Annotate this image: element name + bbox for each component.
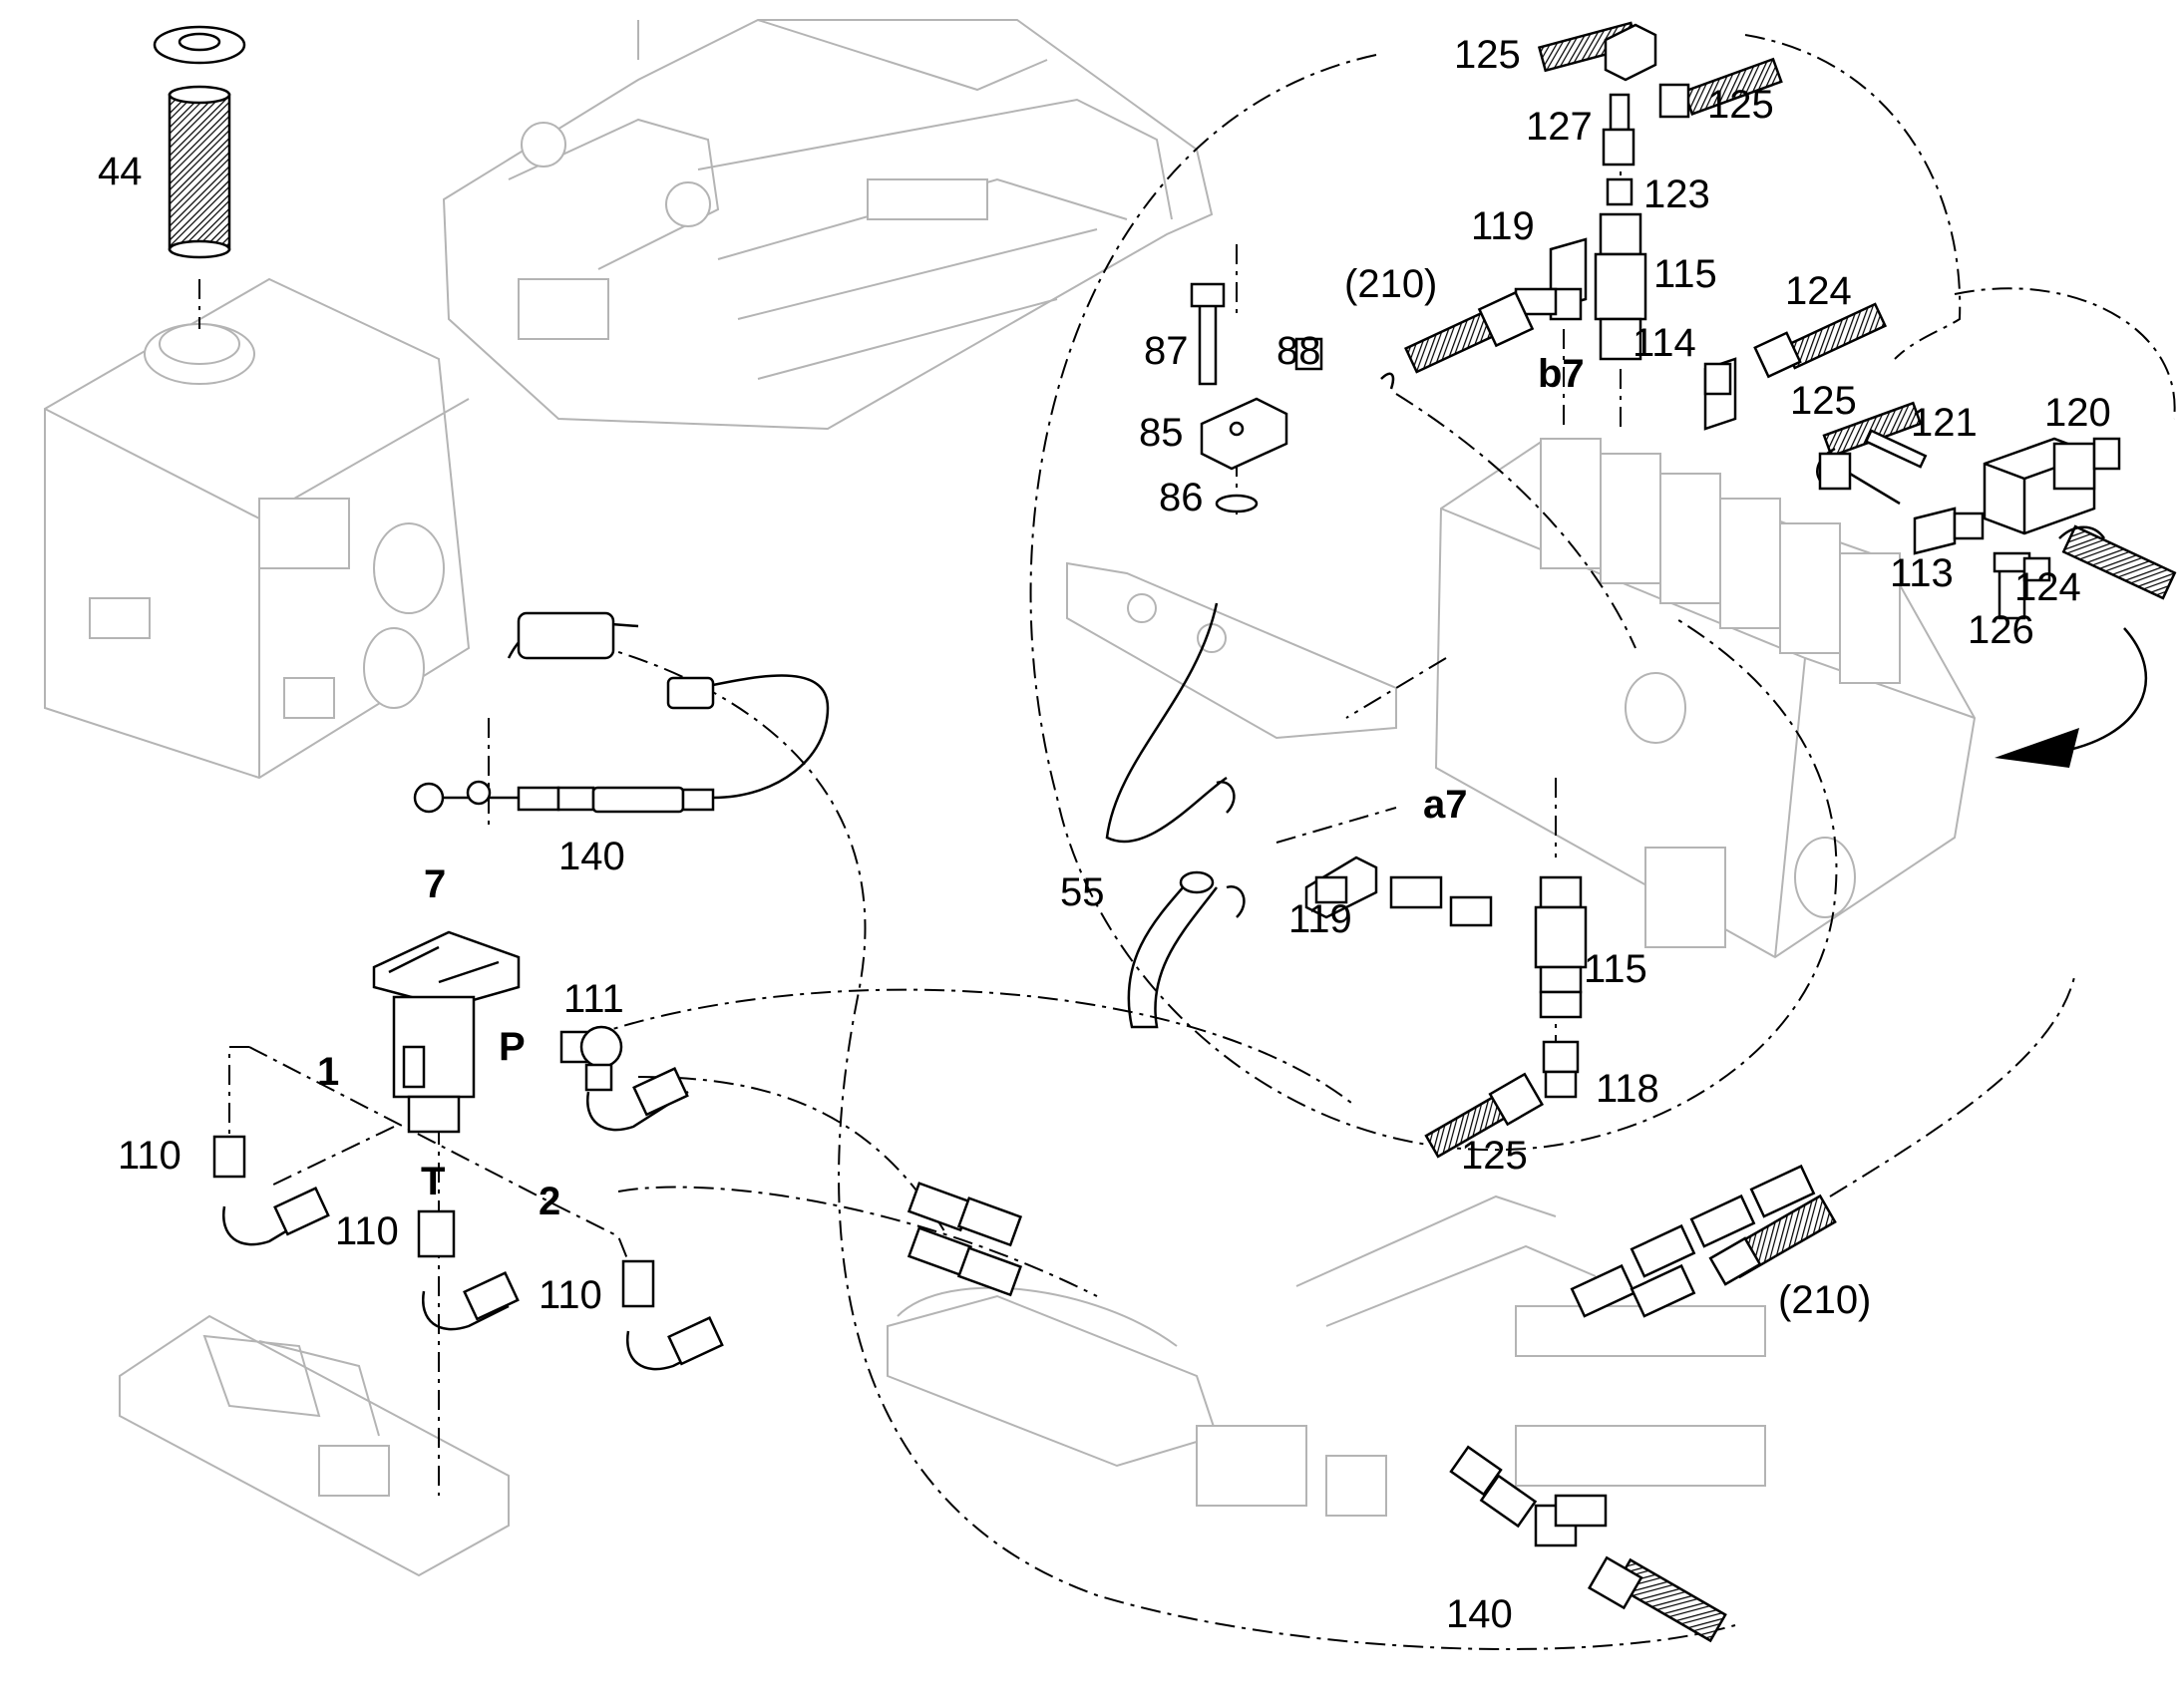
- label-85: 85: [1139, 411, 1184, 455]
- label-2: 2: [539, 1180, 560, 1223]
- label-125: 125: [1454, 33, 1521, 77]
- tube-55: [1105, 602, 1246, 1029]
- label-210: (210): [1344, 262, 1437, 306]
- label-210: (210): [1778, 1278, 1871, 1322]
- label-119: 119: [1471, 204, 1535, 248]
- label-110: 110: [118, 1134, 182, 1178]
- label-140: 140: [558, 835, 625, 878]
- label-118: 118: [1596, 1067, 1659, 1111]
- label-55: 55: [1060, 870, 1105, 914]
- label-1: 1: [317, 1050, 339, 1094]
- pedal-valve: [372, 930, 521, 1134]
- pedal-base-ghost: [119, 1314, 510, 1577]
- label-123: 123: [1643, 172, 1710, 216]
- label-121: 121: [1911, 401, 1978, 445]
- label-88: 88: [1276, 329, 1321, 373]
- label-124: 124: [1785, 269, 1852, 313]
- fittings-110: [212, 1135, 655, 1308]
- label-114: 114: [1633, 321, 1696, 365]
- tank-ghost: [44, 277, 471, 780]
- label-7: 7: [424, 862, 446, 906]
- label-b7: b7: [1538, 352, 1585, 396]
- fittings-top: [1514, 21, 1783, 361]
- filter-44: [153, 25, 246, 259]
- callout-labels: 44 125 125 125 125 127 123 119 119 115 1…: [98, 33, 2111, 1636]
- label-125: 125: [1461, 1134, 1528, 1178]
- hose-125-lower: [1424, 1072, 1545, 1159]
- label-115: 115: [1653, 252, 1717, 296]
- leader-lines: [198, 34, 2176, 1650]
- fittings-119-a7: [1304, 855, 1493, 927]
- solenoid-120: [1864, 429, 2121, 555]
- label-119: 119: [1288, 897, 1352, 941]
- label-110: 110: [539, 1273, 602, 1317]
- label-110: 110: [335, 1209, 399, 1253]
- label-124: 124: [2014, 565, 2081, 609]
- label-113: 113: [1890, 551, 1954, 595]
- rotation-arrow: [1995, 627, 2148, 768]
- sensor-assembly-140: [413, 611, 830, 814]
- floor-bracket-ghost: [1066, 561, 1397, 740]
- label-T: T: [421, 1160, 445, 1203]
- valve-block-ghost: [1434, 437, 1977, 959]
- valve-stack-115-lower: [1534, 875, 1588, 1099]
- fitting-111: [559, 1025, 623, 1092]
- upper-frame-ghost: [442, 19, 1214, 431]
- elbow-hoses-left: [221, 1067, 724, 1371]
- label-125: 125: [1790, 379, 1857, 423]
- label-127: 127: [1526, 105, 1593, 149]
- label-115: 115: [1584, 947, 1647, 991]
- label-140: 140: [1446, 1592, 1513, 1636]
- label-87: 87: [1144, 329, 1189, 373]
- label-126: 126: [1968, 608, 2034, 652]
- hose-210-upper: [1380, 290, 1535, 390]
- label-P: P: [499, 1025, 526, 1069]
- label-a7: a7: [1423, 783, 1468, 827]
- manifold-ghost: [887, 1195, 1766, 1517]
- label-111: 111: [563, 977, 624, 1021]
- label-44: 44: [98, 150, 143, 193]
- fitting-87-88-85: [1190, 282, 1323, 513]
- hose-124-upper: [1703, 302, 1888, 431]
- fittings-126-124: [1993, 524, 2177, 620]
- label-125: 125: [1707, 83, 1774, 127]
- label-86: 86: [1159, 476, 1204, 519]
- hose-125-right: [1816, 401, 1923, 506]
- label-120: 120: [2044, 391, 2111, 435]
- hoses-bottom: [907, 1164, 1837, 1643]
